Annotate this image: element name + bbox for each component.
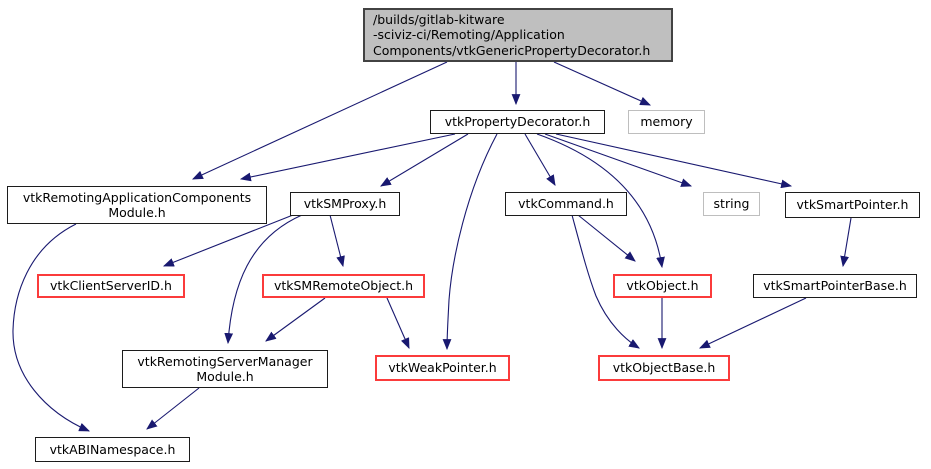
node-vtkobjectbase[interactable]: vtkObjectBase.h [598,355,730,381]
edge-sm-remote-object-to-remoting-server-manager-module [265,297,326,342]
node-vtkobject[interactable]: vtkObject.h [613,274,712,298]
node-vtksmartpointer[interactable]: vtkSmartPointer.h [785,192,920,218]
edge-sm-remote-object-to-weak-pointer [386,297,410,350]
edge-smart-pointer-to-smart-pointer-base [840,217,852,268]
edge-command-to-object-base [571,214,640,349]
edge-sm-proxy-to-client-server-id [162,214,294,267]
node-vtkabinamespace[interactable]: vtkABINamespace.h [35,437,190,462]
edge-command-to-object [577,214,636,262]
node-memory: memory [628,110,705,134]
edge-smart-pointer-base-to-object-base [699,297,807,349]
edge-property-decorator-to-weak-pointer [442,133,498,351]
node-vtkcommand[interactable]: vtkCommand.h [505,192,627,216]
edge-property-decorator-to-string [544,133,693,187]
edge-remoting-server-manager-module-to-abi-namespace [146,387,200,430]
edge-property-decorator-to-object [536,133,665,269]
node-vtkremotingapplicationcomponentsmodule[interactable]: vtkRemotingApplicationComponents Module.… [7,186,267,224]
node-root-file: /builds/gitlab-kitware -sciviz-ci/Remoti… [363,8,673,62]
node-vtkclientserverid[interactable]: vtkClientServerID.h [37,274,185,298]
edge-property-decorator-to-smart-pointer [555,133,793,189]
node-vtkremotingservermanagermodule[interactable]: vtkRemotingServerManager Module.h [122,350,328,388]
edge-root-to-memory [553,61,652,106]
edge-property-decorator-to-command [524,133,556,186]
edge-sm-proxy-to-remoting-server-manager-module [224,214,303,345]
node-vtksmartpointerbase[interactable]: vtkSmartPointerBase.h [753,274,917,298]
edge-property-decorator-to-sm-proxy [380,133,469,187]
edge-sm-proxy-to-sm-remote-object [329,214,345,268]
node-vtksmproxy[interactable]: vtkSMProxy.h [290,192,400,216]
node-vtkpropertydecorator[interactable]: vtkPropertyDecorator.h [430,110,605,134]
node-vtksmremoteobject[interactable]: vtkSMRemoteObject.h [262,274,425,298]
node-string: string [703,192,760,216]
edge-property-decorator-to-remoting-app-components-module [239,133,456,182]
edge-root-to-remoting-app-components-module [192,61,448,180]
node-vtkweakpointer[interactable]: vtkWeakPointer.h [375,355,510,381]
edge-remoting-app-components-module-to-abi-namespace [12,223,91,432]
